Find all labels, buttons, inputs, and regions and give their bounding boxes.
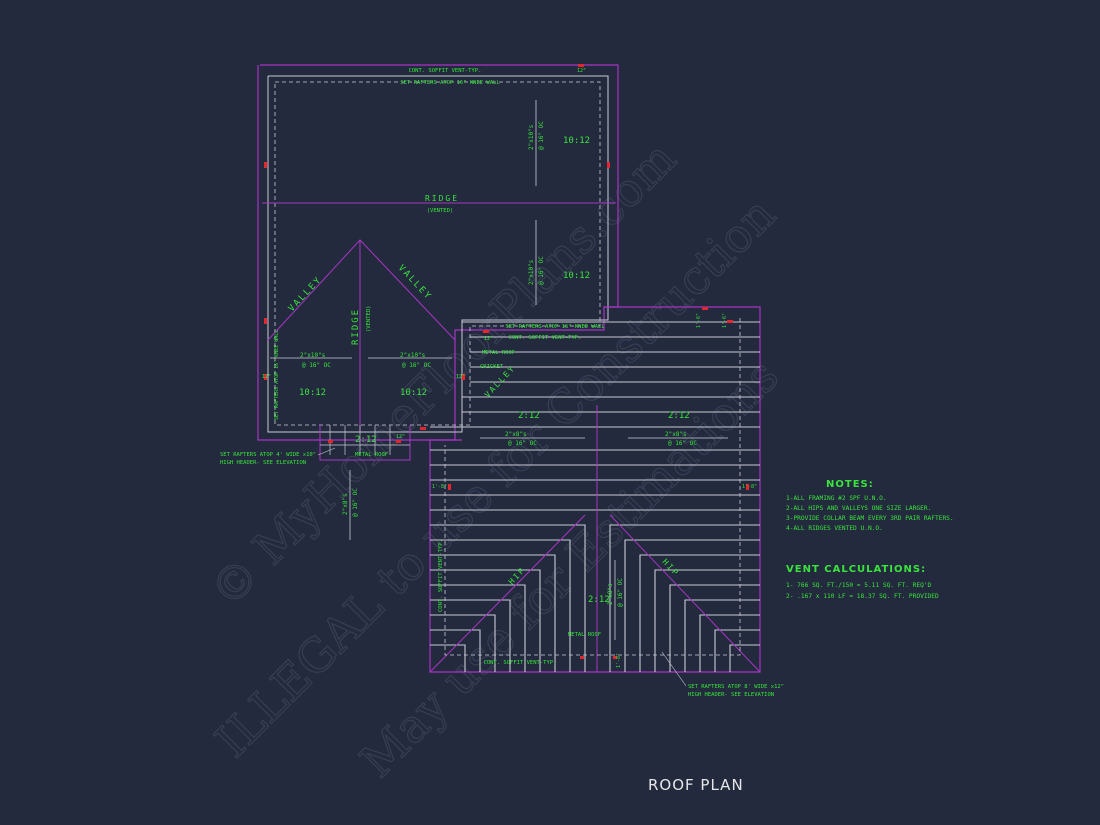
dim-left-1-8: 1'-8" [432,484,447,490]
knee-wall-top-label: SET RAFTERS ATOP 16" KNEE WALL [400,80,500,86]
dim-mid-12: 12" [456,374,465,380]
dim-porch-12: 12" [396,434,405,440]
vent-calc-title: VENT CALCULATIONS: [786,564,926,575]
ridge-vented-label: (VENTED) [427,208,454,214]
upper-eave-line [267,75,609,433]
rafter-spacing-lower-center: @ 16" OC [617,578,624,607]
right-hip-diagonal [609,514,761,673]
left-hip-lines [430,524,586,672]
rafter-size-mid: 2"x10"s [528,259,535,285]
header-8-line2: HIGH HEADER- SEE ELEVATION [688,692,774,698]
metal-roof-lower-label: METAL ROOF [568,632,601,638]
left-hip-diagonal [429,514,586,673]
leader-8ft-header [661,651,687,687]
right-hip-lines [609,524,760,672]
porch-outline [319,425,411,461]
header-8-line1: SET RAFTERS ATOP 8' WIDE x12" [688,684,784,690]
dim-left-12: 12" [262,374,271,380]
soffit-vent-vertical-label: CONT. SOFFIT VENT-TYP. [438,539,444,612]
rafter-spacing-right: @ 16" OC [402,362,431,369]
rafter-size-top: 2"x10"s [528,124,535,150]
notes-title: NOTES: [826,479,874,490]
rafter-size-left: 2"x10"s [300,352,326,359]
leader-4ft-header [317,447,336,456]
roof-labels: CONT. SOFFIT VENT-TYP. SET RAFTERS ATOP … [220,68,784,698]
valley-left-label: VALLEY [287,275,325,314]
rafter-size-lower-left: 2"x8"s [505,431,527,438]
dim-right-1-8: 1'-8" [742,484,757,490]
rafter-size-lower-right: 2"x8"s [665,431,687,438]
upper-wall-dashed [274,81,601,426]
pitch-porch: 2:12 [355,435,377,445]
vent-calc-item-1: 1- 766 SQ. FT./150 = 5.11 SQ. FT. REQ'D [786,582,932,589]
pitch-left: 10:12 [299,388,326,398]
notes-block: NOTES: 1-ALL FRAMING #2 SPF U.N.O. 2-ALL… [786,479,954,600]
vent-calc-item-2: 2- .167 x 110 LF = 18.37 SQ. FT. PROVIDE… [786,593,939,600]
knee-wall-mid-label: SET RAFTERS ATOP 16" KNEE WALL [505,324,605,330]
dim-top-right: 12" [577,68,586,74]
header-4-line2: HIGH HEADER- SEE ELEVATION [220,460,306,466]
knee-wall-vertical-label: SET RAFTERS ATOP 16" KNEE WALL [274,330,280,420]
rafter-spacing-top: @ 16" OC [538,121,545,150]
dimension-markers [264,64,749,659]
lower-wall-dashed [444,318,741,656]
soffit-vent-mid-label: CONT. SOFFIT VENT-TYP. [509,335,582,341]
pitch-upper-top: 10:12 [563,136,590,146]
soffit-vent-top-label: CONT. SOFFIT VENT-TYP. [409,68,482,74]
lower-outline [429,306,761,673]
metal-roof-label: METAL ROOF [482,350,515,356]
header-4-line1: SET RAFTERS ATOP 4' WIDE x10" [220,452,316,458]
rafter-spacing-lower-left: @ 16" OC [508,440,537,447]
rafter-spacing-mid: @ 16" OC [538,256,545,285]
note-item-3: 3-PROVIDE COLLAR BEAM EVERY 3RD PAIR RAF… [786,515,954,522]
note-item-2: 2-ALL HIPS AND VALLEYS ONE SIZE LARGER. [786,505,931,512]
dim-top-1-6-a: 1'-6" [696,313,702,328]
deck-lines [430,321,760,511]
pitch-lower-right: 2:12 [668,411,690,421]
pitch-upper-mid: 10:12 [563,271,590,281]
rafter-size-porch: 2"x8"s [342,493,349,515]
pitch-right: 10:12 [400,388,427,398]
ridge-label: RIDGE [425,194,459,203]
rafter-size-right: 2"x10"s [400,352,426,359]
rafter-spacing-porch: @ 16" OC [352,488,359,517]
pitch-lower-center: 2:12 [588,595,610,605]
note-item-1: 1-ALL FRAMING #2 SPF U.N.O. [786,495,887,502]
dim-mid-12-b: 12" [484,336,493,342]
lower-roof-block [429,306,761,673]
upper-outline [257,64,619,441]
rafter-spacing-left: @ 16" OC [302,362,331,369]
soffit-vent-bottom-label: CONT. SOFFIT VENT-TYP. [484,660,557,666]
rafter-spacing-lower-right: @ 16" OC [668,440,697,447]
dim-bottom-1-8: 1'-8" [616,653,622,668]
rafter-size-lower-center: 2"x8"s [607,583,614,605]
small-ridge-label: RIDGE [351,308,361,345]
dim-top-1-6-b: 1'-6" [722,313,728,328]
cricket-label: CRICKET [480,364,504,370]
small-ridge-vented-label: (VENTED) [366,306,372,333]
watermark-line-2: ILLEGAL to use for Construction [205,187,786,768]
upper-roof-block [257,64,619,540]
drawing-title: ROOF PLAN [648,776,744,794]
metal-roof-porch-label: METAL ROOF [355,452,388,458]
pitch-lower-left: 2:12 [518,411,540,421]
note-item-4: 4-ALL RIDGES VENTED U.N.O. [786,525,883,532]
hip-right-label: HIP [661,557,682,578]
